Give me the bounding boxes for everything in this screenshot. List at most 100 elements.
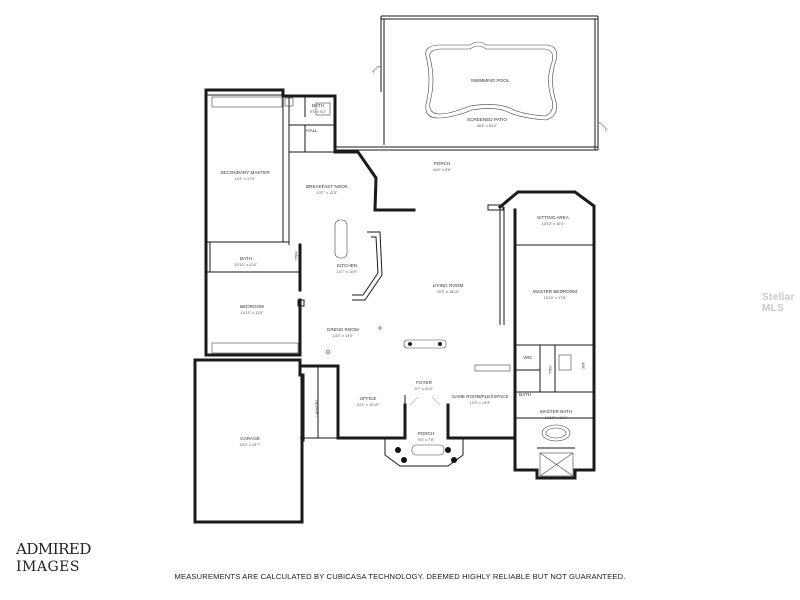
wic-right-label: WIC <box>581 363 585 370</box>
porch-front-dim: 9'3" x 7'8" <box>418 438 435 442</box>
svg-text:MASTER BEDROOM: MASTER BEDROOM <box>533 289 577 294</box>
svg-text:HALL: HALL <box>306 128 318 133</box>
svg-text:HALL: HALL <box>294 252 298 261</box>
svg-text:GAME ROOM/FLEXSPACE: GAME ROOM/FLEXSPACE <box>451 394 508 399</box>
sitting-area-label: SITTING AREA <box>537 215 570 220</box>
footer-disclaimer: MEASUREMENTS ARE CALCULATED BY CUBICASA … <box>174 572 626 581</box>
svg-text:MASTER BATH: MASTER BATH <box>540 409 572 414</box>
fixtures <box>211 96 574 477</box>
foyer-label: FOYER <box>416 380 433 385</box>
svg-text:13'3" x 13'0": 13'3" x 13'0" <box>333 334 354 338</box>
bedroom-dim: 14'10" x 11'5" <box>241 311 264 315</box>
breakfast-nook-dim: 13'7" x 13'3" <box>317 191 338 195</box>
svg-text:GARAGE: GARAGE <box>240 436 260 441</box>
svg-text:BATH: BATH <box>519 392 531 397</box>
living-room-dim: 34'3" x 18'10" <box>437 290 461 294</box>
hall-left-label: HALL <box>294 252 298 261</box>
porch-front-label: PORCH <box>418 431 435 436</box>
svg-text:38'4" x 54'2": 38'4" x 54'2" <box>477 124 498 128</box>
porch-rear-label: PORCH <box>434 161 451 166</box>
svg-text:13'10" x 11'1": 13'10" x 11'1" <box>545 416 568 420</box>
hall-right-label: HALL <box>548 366 552 375</box>
bath-top-dim: 9'3" x 5'2" <box>310 110 327 114</box>
svg-text:PORCH: PORCH <box>434 161 451 166</box>
bath-right-label: BATH <box>519 392 531 397</box>
svg-text:10'1" x 10'10": 10'1" x 10'10" <box>357 403 381 407</box>
kitchen-dim: 14'7" x 10'9" <box>337 270 358 274</box>
bath-left-dim: 10'10" x 4'10" <box>235 263 259 267</box>
office-dim: 10'1" x 10'10" <box>357 403 381 407</box>
office-label: OFFICE <box>360 396 377 401</box>
master-bedroom-dim: 13'10" x 17'6" <box>544 296 568 300</box>
svg-text:SECONDARY MASTER: SECONDARY MASTER <box>220 170 270 175</box>
svg-text:14'7" x 10'9": 14'7" x 10'9" <box>337 270 358 274</box>
watermark: Stellar MLS <box>762 292 795 314</box>
svg-text:BATH: BATH <box>240 256 252 261</box>
svg-text:34'3" x 18'10": 34'3" x 18'10" <box>437 290 461 294</box>
garage-label: GARAGE <box>240 436 260 441</box>
laundry-label: LAUNDRY <box>315 399 319 417</box>
secondary-master-label: SECONDARY MASTER <box>220 170 270 175</box>
hall-top-label: HALL <box>306 128 318 133</box>
game-room-dim: 13'3" x 13'3" <box>470 401 491 405</box>
svg-text:FOYER: FOYER <box>416 380 433 385</box>
svg-text:10'10" x 4'10": 10'10" x 4'10" <box>235 263 259 267</box>
master-bedroom-label: MASTER BEDROOM <box>533 289 577 294</box>
svg-text:PORCH: PORCH <box>418 431 435 436</box>
breakfast-nook-label: BREAKFAST NOOK <box>306 184 349 189</box>
svg-text:14'1" x 17'6": 14'1" x 17'6" <box>235 177 256 181</box>
svg-text:9'3" x 5'2": 9'3" x 5'2" <box>310 110 327 114</box>
svg-text:WIC: WIC <box>524 355 534 360</box>
brand-logo: ADMIRED IMAGES <box>16 540 106 580</box>
porch-rear-dim: 44'9" x 8'6" <box>433 168 452 172</box>
pool-label: SWIMMING POOL <box>471 78 510 83</box>
foyer-dim: 9'7" x 6'10" <box>415 387 434 391</box>
wic-left-label: WIC <box>524 355 534 360</box>
svg-text:WIC: WIC <box>581 363 585 370</box>
svg-text:HALL: HALL <box>548 366 552 375</box>
game-room-label: GAME ROOM/FLEXSPACE <box>451 394 508 399</box>
svg-text:LAUNDRY: LAUNDRY <box>315 399 319 417</box>
svg-text:14'10" x 11'5": 14'10" x 11'5" <box>241 311 264 315</box>
exterior-walls <box>193 88 598 524</box>
svg-text:BEDROOM: BEDROOM <box>240 304 264 309</box>
dining-room-dim: 13'3" x 13'0" <box>333 334 354 338</box>
bath-left-label: BATH <box>240 256 252 261</box>
svg-text:BREAKFAST NOOK: BREAKFAST NOOK <box>306 184 349 189</box>
screened-patio-label: SCREENED PATIO <box>467 117 507 122</box>
svg-text:SITTING AREA: SITTING AREA <box>537 215 570 220</box>
svg-text:13'10" x 17'6": 13'10" x 17'6" <box>544 296 568 300</box>
svg-text:LIVING ROOM: LIVING ROOM <box>433 283 464 288</box>
front-porch <box>384 396 464 467</box>
svg-text:OFFICE: OFFICE <box>360 396 377 401</box>
swimming-pool-shape <box>429 45 553 117</box>
svg-text:13'7" x 13'3": 13'7" x 13'3" <box>317 191 338 195</box>
svg-text:9'7" x 6'10": 9'7" x 6'10" <box>415 387 434 391</box>
svg-text:DINING ROOM: DINING ROOM <box>327 327 359 332</box>
master-bath-label: MASTER BATH <box>540 409 572 414</box>
interior-walls <box>206 94 594 449</box>
svg-text:44'9" x 8'6": 44'9" x 8'6" <box>433 168 452 172</box>
screened-patio-structure <box>371 15 609 150</box>
secondary-master-dim: 14'1" x 17'6" <box>235 177 256 181</box>
screened-patio-dim: 38'4" x 54'2" <box>477 124 498 128</box>
svg-text:SWIMMING POOL: SWIMMING POOL <box>471 78 510 83</box>
sitting-area-dim: 13'10" x 10'4" <box>542 222 566 226</box>
bedroom-label: BEDROOM <box>240 304 264 309</box>
living-room-label: LIVING ROOM <box>433 283 464 288</box>
kitchen-label: KITCHEN <box>337 263 357 268</box>
svg-text:SCREENED PATIO: SCREENED PATIO <box>467 117 507 122</box>
svg-text:20'0" x 29'7": 20'0" x 29'7" <box>240 443 261 447</box>
brand-line1: ADMIRED <box>16 540 91 558</box>
garage-dim: 20'0" x 29'7" <box>240 443 261 447</box>
svg-text:9'3" x 7'8": 9'3" x 7'8" <box>418 438 435 442</box>
brand-line2: IMAGES <box>16 559 80 575</box>
svg-text:BATH: BATH <box>312 103 324 108</box>
svg-text:KITCHEN: KITCHEN <box>337 263 357 268</box>
pool-coping <box>425 41 557 121</box>
bath-top-label: BATH <box>312 103 324 108</box>
dining-room-label: DINING ROOM <box>327 327 359 332</box>
master-bath-dim: 13'10" x 11'1" <box>545 416 568 420</box>
svg-text:13'10" x 10'4": 13'10" x 10'4" <box>542 222 566 226</box>
